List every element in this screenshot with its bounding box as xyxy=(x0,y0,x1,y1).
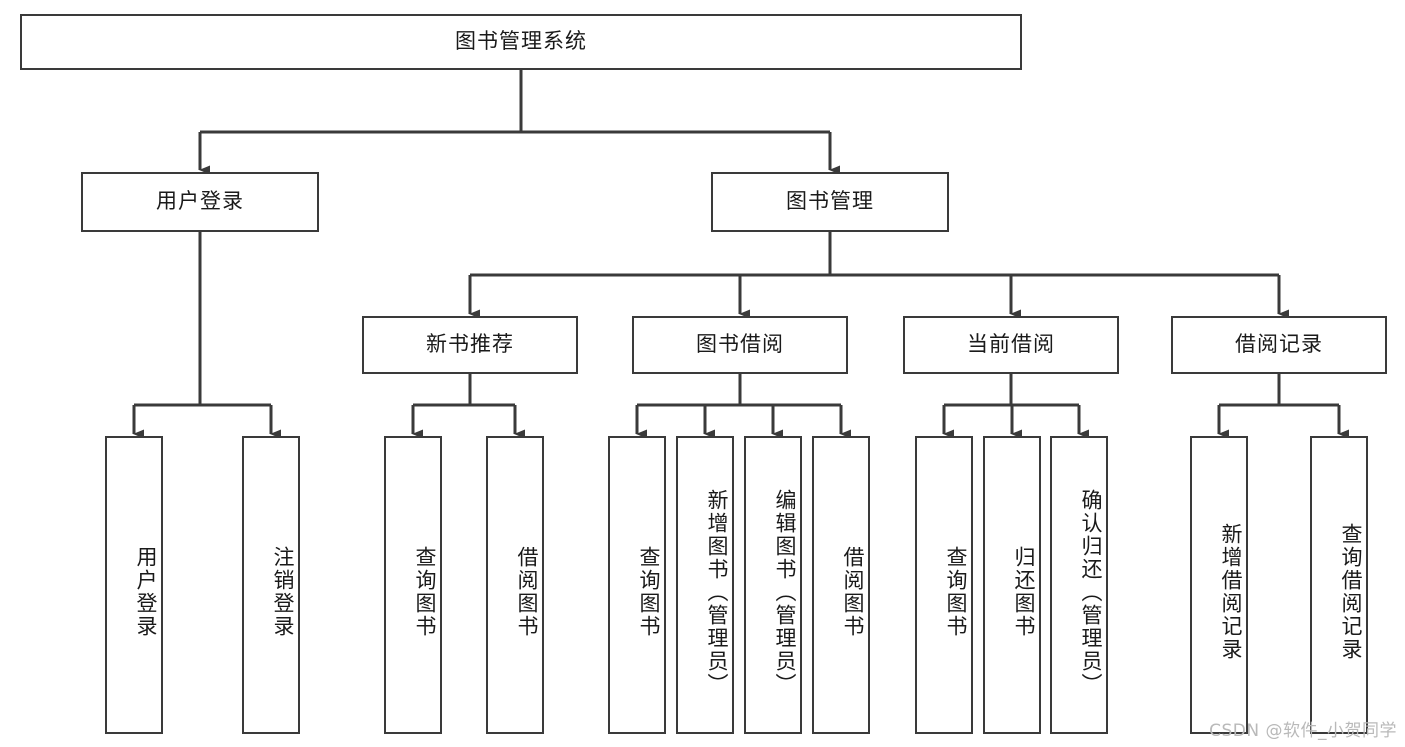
node-leaf-borrow-query[interactable]: 查询图书 xyxy=(608,436,666,734)
node-leaf-rec-borrow[interactable]: 借阅图书 xyxy=(486,436,544,734)
csdn-watermark: CSDN @软件_小贺同学 xyxy=(1209,721,1397,741)
node-root[interactable]: 图书管理系统 xyxy=(20,14,1022,70)
node-leaf-borrow-lend[interactable]: 借阅图书 xyxy=(812,436,870,734)
node-label: 图书借阅 xyxy=(696,332,784,357)
node-label: 新书推荐 xyxy=(426,332,514,357)
node-label: 查询图书 xyxy=(637,546,661,638)
node-label: 归还图书 xyxy=(1012,546,1036,638)
node-label: 用户登录 xyxy=(134,546,158,638)
node-label: 当前借阅 xyxy=(967,332,1055,357)
node-label: 确认归还（管理员） xyxy=(1079,488,1103,696)
node-book-borrow[interactable]: 图书借阅 xyxy=(632,316,848,374)
node-leaf-borrow-edit[interactable]: 编辑图书（管理员） xyxy=(744,436,802,734)
node-label: 借阅记录 xyxy=(1235,332,1323,357)
node-leaf-cur-return[interactable]: 归还图书 xyxy=(983,436,1041,734)
node-label: 图书管理 xyxy=(786,189,874,214)
node-label: 借阅图书 xyxy=(841,546,865,638)
node-label: 查询借阅记录 xyxy=(1339,523,1363,661)
node-borrow-record[interactable]: 借阅记录 xyxy=(1171,316,1387,374)
node-leaf-user-login[interactable]: 用户登录 xyxy=(105,436,163,734)
node-leaf-borrow-add[interactable]: 新增图书（管理员） xyxy=(676,436,734,734)
node-label: 编辑图书（管理员） xyxy=(773,488,797,696)
node-leaf-cur-confirm[interactable]: 确认归还（管理员） xyxy=(1050,436,1108,734)
node-label: 查询图书 xyxy=(944,546,968,638)
node-leaf-rec-add[interactable]: 新增借阅记录 xyxy=(1190,436,1248,734)
node-label: 查询图书 xyxy=(413,546,437,638)
node-label: 新增图书（管理员） xyxy=(705,488,729,696)
node-user-login[interactable]: 用户登录 xyxy=(81,172,319,232)
node-new-book-rec[interactable]: 新书推荐 xyxy=(362,316,578,374)
node-leaf-user-logout[interactable]: 注销登录 xyxy=(242,436,300,734)
node-book-manage[interactable]: 图书管理 xyxy=(711,172,949,232)
node-label: 借阅图书 xyxy=(515,546,539,638)
node-label: 注销登录 xyxy=(271,546,295,638)
node-label: 图书管理系统 xyxy=(455,29,587,54)
node-current-borrow[interactable]: 当前借阅 xyxy=(903,316,1119,374)
node-leaf-rec-search[interactable]: 查询借阅记录 xyxy=(1310,436,1368,734)
node-label: 新增借阅记录 xyxy=(1219,523,1243,661)
node-label: 用户登录 xyxy=(156,189,244,214)
node-leaf-rec-query[interactable]: 查询图书 xyxy=(384,436,442,734)
node-leaf-cur-query[interactable]: 查询图书 xyxy=(915,436,973,734)
